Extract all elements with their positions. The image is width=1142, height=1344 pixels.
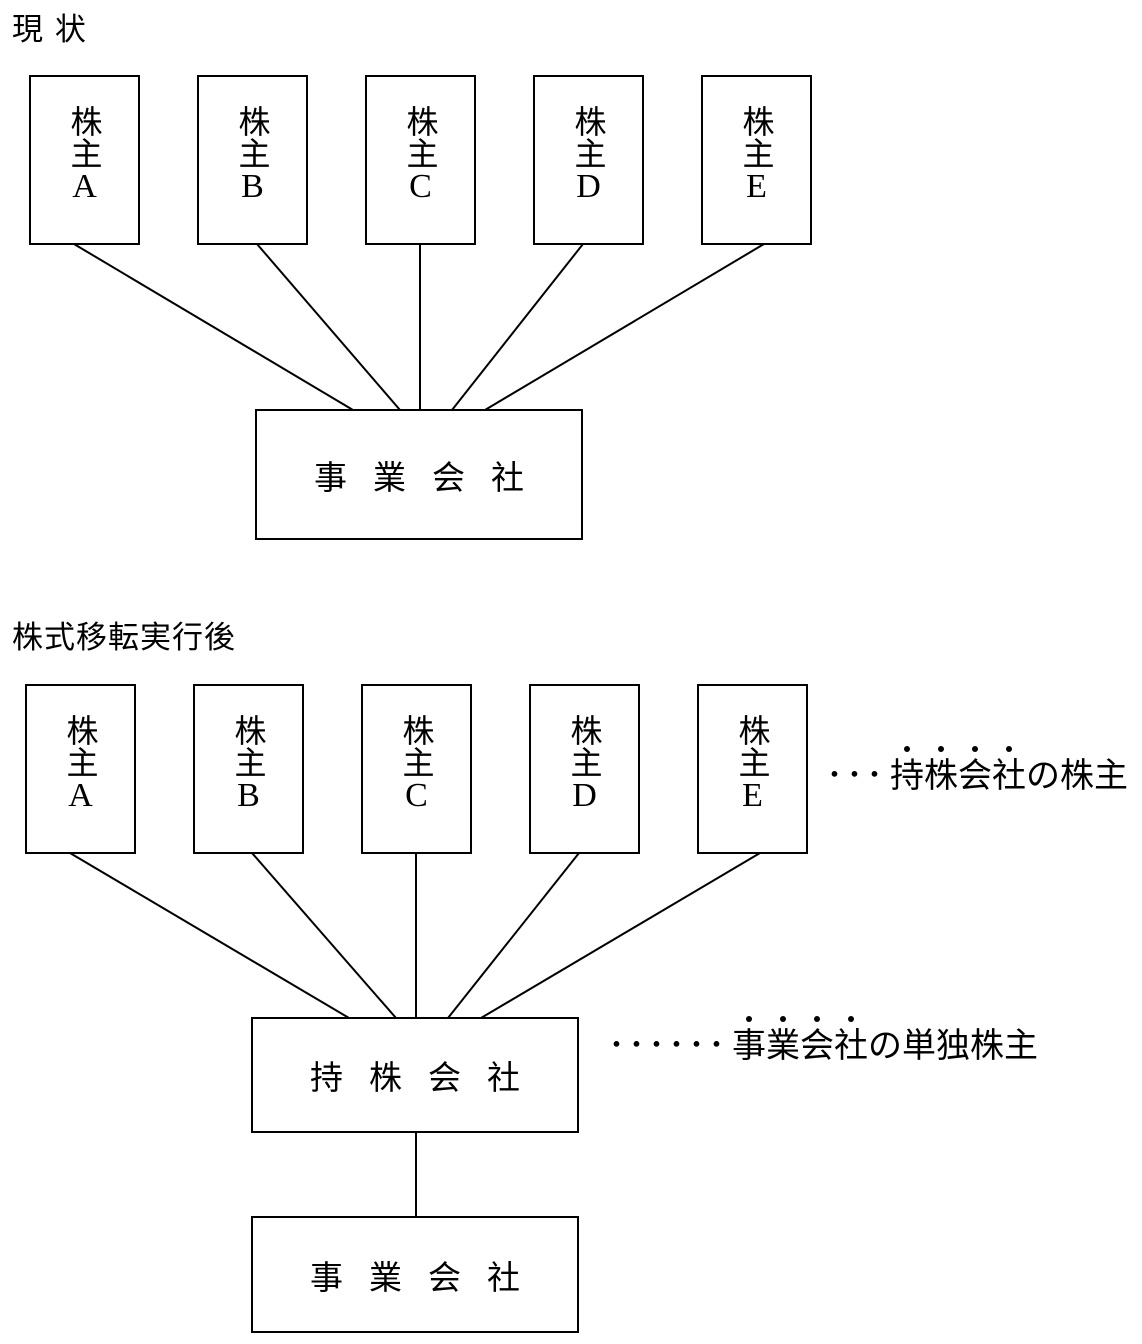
emphasis-char: 株 — [924, 746, 958, 796]
shareholder-letter: C — [405, 777, 428, 814]
connector-after-e — [480, 852, 761, 1019]
connector-after-d — [447, 852, 580, 1019]
shareholder-kanji: 株主 — [61, 714, 100, 778]
company-label: 事業会社 — [310, 1257, 546, 1297]
note-holding-company-shareholders: ･･･持株会社の株主 — [826, 746, 1128, 796]
section-title-after: 株式移転実行後 — [12, 620, 236, 656]
shareholder-letter: B — [241, 168, 264, 205]
shareholder-kanji: 株主 — [229, 714, 268, 778]
section-title-current: 現 状 — [12, 12, 87, 48]
note-emphasis: 持株会社 — [890, 746, 1026, 796]
shareholder-kanji: 株主 — [737, 105, 776, 169]
emphasis-char: 社 — [992, 746, 1026, 796]
shareholder-letter: E — [742, 777, 763, 814]
shareholder-letter: A — [68, 777, 93, 814]
shareholder-kanji: 株主 — [65, 105, 104, 169]
note-suffix: の株主 — [1026, 756, 1128, 796]
company-box-holding: 持株会社 — [251, 1017, 579, 1133]
note-emphasis: 事業会社 — [732, 1016, 868, 1066]
note-dots: ･･････ — [608, 1026, 728, 1066]
emphasis-char: 会 — [958, 746, 992, 796]
emphasis-char: 会 — [800, 1016, 834, 1066]
shareholder-letter: A — [72, 168, 97, 205]
company-label: 事業会社 — [314, 457, 550, 497]
shareholder-kanji: 株主 — [565, 714, 604, 778]
connector-current-b — [256, 243, 401, 411]
connector-after-a — [69, 852, 350, 1019]
shareholder-letter: E — [746, 168, 767, 205]
emphasis-char: 社 — [834, 1016, 868, 1066]
emphasis-char: 業 — [766, 1016, 800, 1066]
emphasis-char: 持 — [890, 746, 924, 796]
shareholder-kanji: 株主 — [733, 714, 772, 778]
company-label: 持株会社 — [310, 1058, 546, 1097]
shareholder-kanji: 株主 — [397, 714, 436, 778]
connector-after-b — [251, 852, 397, 1019]
connector-current-e — [484, 243, 765, 411]
note-sole-shareholder: ･･････事業会社の単独株主 — [608, 1016, 1038, 1066]
note-suffix: の単独株主 — [868, 1026, 1038, 1066]
shareholder-kanji: 株主 — [401, 105, 440, 169]
company-box-after-operating: 事業会社 — [251, 1216, 579, 1333]
shareholder-kanji: 株主 — [233, 105, 272, 169]
shareholder-kanji: 株主 — [569, 105, 608, 169]
company-box-current-operating: 事業会社 — [255, 409, 583, 540]
shareholder-letter: D — [576, 168, 601, 205]
shareholder-letter: C — [409, 168, 432, 205]
shareholder-letter: B — [237, 777, 260, 814]
connector-current-d — [451, 243, 584, 411]
note-dots: ･･･ — [826, 756, 886, 796]
connector-current-a — [73, 243, 354, 411]
emphasis-char: 事 — [732, 1016, 766, 1066]
shareholder-letter: D — [572, 777, 597, 814]
